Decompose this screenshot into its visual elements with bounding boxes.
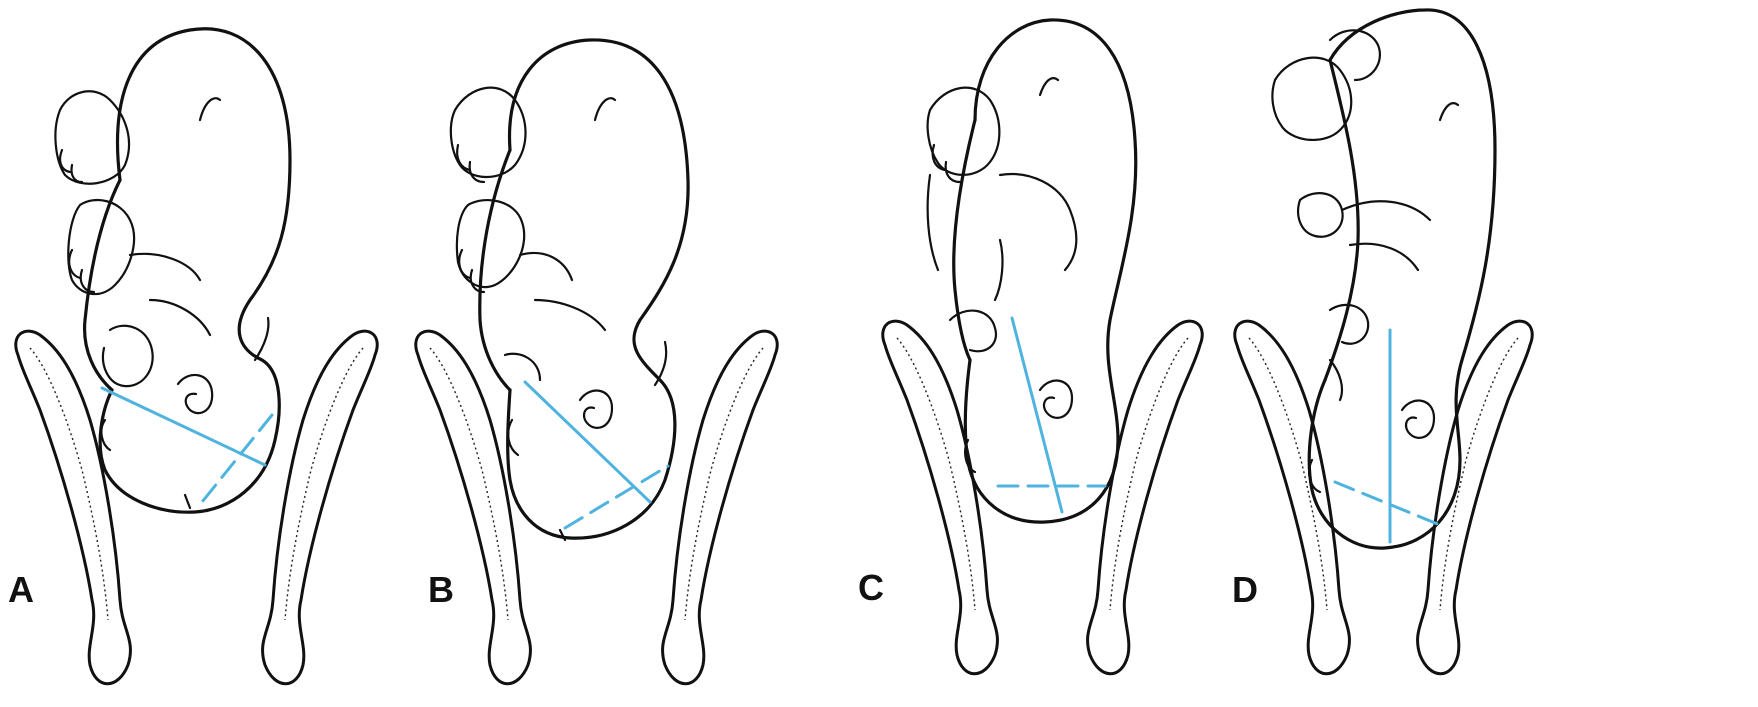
- diameter-dashed-a: [198, 415, 272, 507]
- diameter-solid-b: [525, 382, 650, 502]
- pelvis-left-a: [16, 331, 131, 684]
- pelvis-left-d: [1235, 321, 1350, 674]
- pelvis-right-c: [1088, 321, 1203, 674]
- pelvis-right-a: [263, 331, 378, 684]
- diameter-dashed-b: [565, 466, 668, 528]
- panel-label-d: D: [1232, 569, 1258, 610]
- panel-label-c: C: [858, 567, 884, 608]
- pelvis-right-d: [1418, 321, 1533, 674]
- panel-label-a: A: [8, 569, 34, 610]
- pelvis-right-b: [663, 331, 778, 684]
- pelvis-left-c: [883, 321, 998, 674]
- diameter-solid-c: [1012, 318, 1062, 512]
- panel-b: B: [416, 40, 777, 684]
- panel-label-b: B: [428, 569, 454, 610]
- pelvis-left-b: [416, 331, 531, 684]
- panel-c: C: [858, 20, 1202, 674]
- diameter-dashed-d: [1335, 482, 1440, 525]
- panel-d: D: [1232, 10, 1532, 674]
- panel-a: A: [8, 29, 377, 684]
